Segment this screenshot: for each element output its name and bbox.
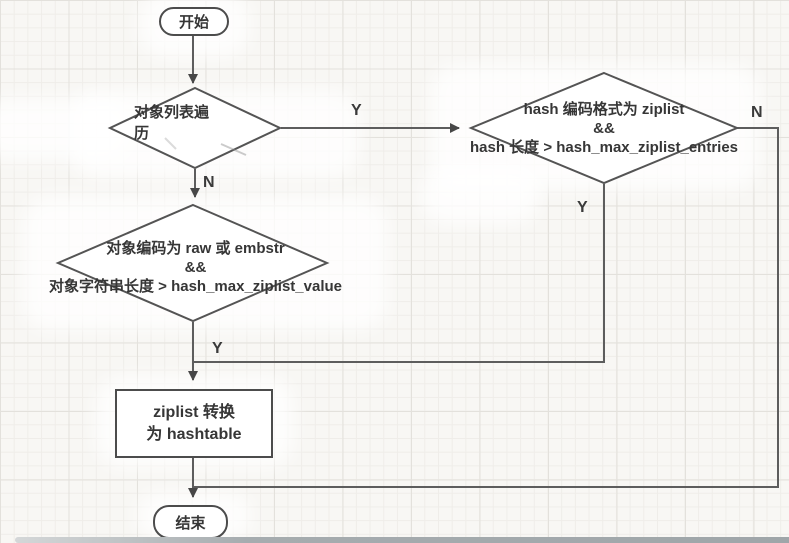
decision-list-label: 对象列表遍历: [134, 104, 210, 142]
end-label: 结束: [175, 514, 206, 532]
process-convert-label: ziplist 转换 为 hashtable: [146, 403, 242, 443]
decision-object-label: 对象编码为 raw 或 embstr && 对象字符串长度 > hash_max…: [48, 240, 342, 295]
edge-label-hash-yes: Y: [577, 199, 588, 216]
edge-label-list-no: N: [203, 174, 215, 191]
bottom-edge-bar: [15, 537, 789, 543]
artifact-wash: [420, 165, 540, 225]
decision-list-diamond: [107, 86, 283, 170]
start-label: 开始: [178, 14, 209, 31]
edge-label-object-yes: Y: [212, 340, 223, 357]
artifact-stroke: [220, 143, 247, 156]
start-node: 开始: [159, 7, 229, 36]
process-convert-node: ziplist 转换 为 hashtable: [115, 389, 273, 458]
edge-hash-yes-to-main: [194, 184, 605, 363]
decision-hash-label: hash 编码格式为 ziplist && hash 长度 > hash_max…: [469, 101, 739, 156]
edge-hash-no-to-end: [194, 127, 779, 488]
edge-label-hash-no: N: [751, 104, 763, 121]
artifact-stroke: [164, 137, 177, 150]
edge-label-list-yes: Y: [351, 102, 362, 119]
end-node: 结束: [153, 505, 228, 539]
decision-object-diamond: [55, 203, 330, 323]
decision-hash-diamond: [468, 71, 740, 185]
